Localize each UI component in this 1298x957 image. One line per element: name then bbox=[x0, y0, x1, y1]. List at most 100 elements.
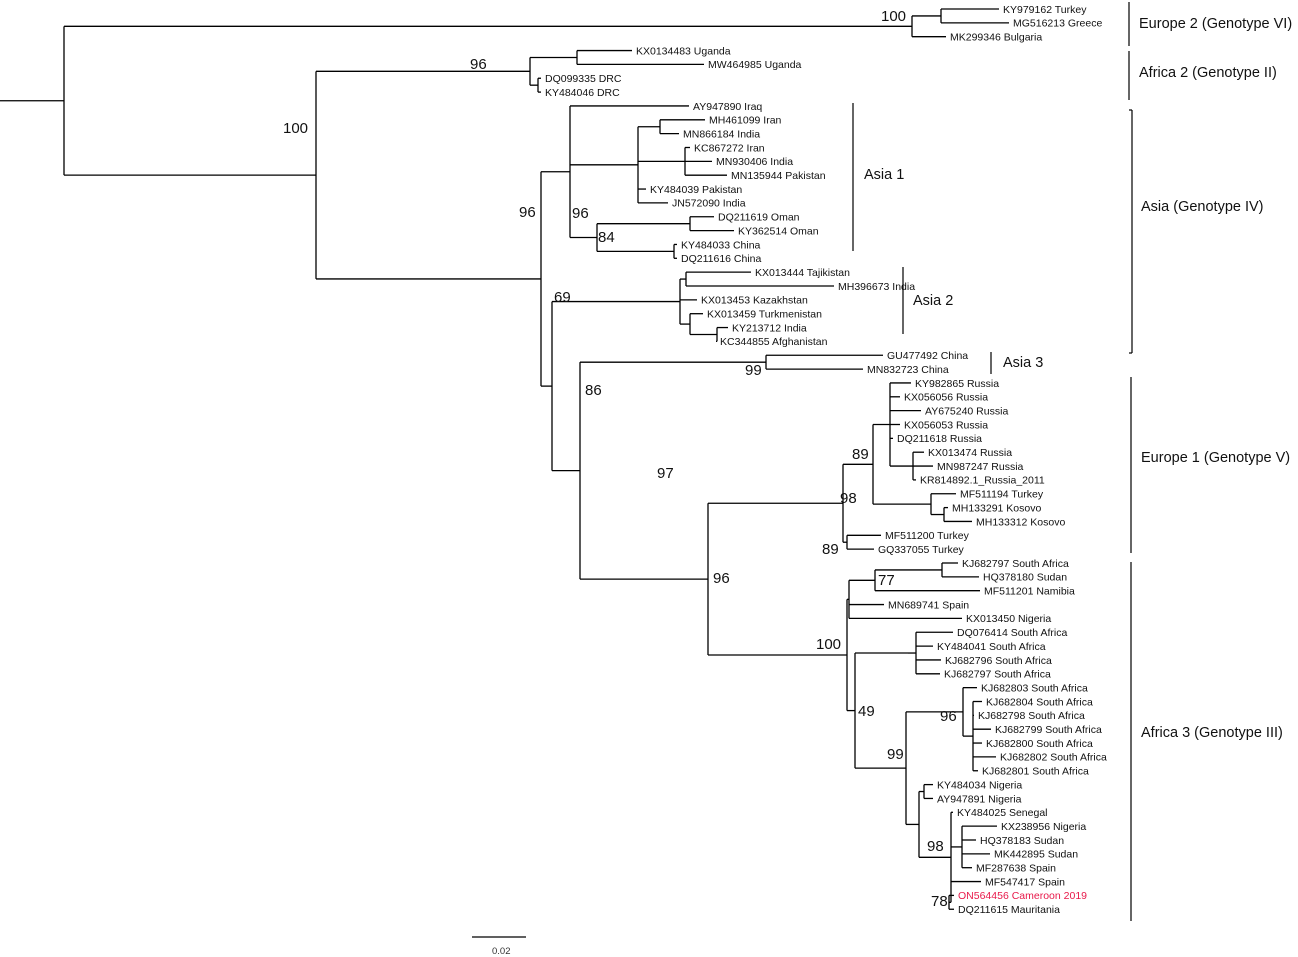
tip-label: KX238956 Nigeria bbox=[1001, 821, 1086, 833]
tip-label: MH461099 Iran bbox=[709, 115, 782, 127]
genotype-label-africa-2: Africa 2 (Genotype II) bbox=[1139, 65, 1277, 81]
tree-branches bbox=[0, 8, 1009, 910]
tip-label: MF511194 Turkey bbox=[960, 489, 1044, 501]
tip-label: KJ682801 South Africa bbox=[982, 766, 1089, 778]
tip-label: KJ682800 South Africa bbox=[986, 738, 1093, 750]
tip-label: HQ378183 Sudan bbox=[980, 835, 1064, 847]
tip-label: MH133312 Kosovo bbox=[976, 516, 1065, 528]
tip-label: AY675240 Russia bbox=[925, 405, 1008, 417]
subclade-label-asia-1: Asia 1 bbox=[864, 167, 904, 183]
tip-label: KJ682797 South Africa bbox=[944, 669, 1051, 681]
tip-label: DQ076414 South Africa bbox=[957, 627, 1067, 639]
bootstrap-value: 78 bbox=[931, 893, 948, 910]
bootstrap-value: 77 bbox=[878, 572, 895, 589]
tip-label: MN135944 Pakistan bbox=[731, 170, 826, 182]
subclade-label-asia-3: Asia 3 bbox=[1003, 355, 1043, 371]
tip-label: DQ099335 DRC bbox=[545, 73, 622, 85]
bootstrap-value: 97 bbox=[657, 465, 674, 482]
bootstrap-value: 99 bbox=[887, 746, 904, 763]
tip-label: KX0134483 Uganda bbox=[636, 45, 731, 57]
tip-label: KJ682799 South Africa bbox=[995, 724, 1102, 736]
bootstrap-value: 96 bbox=[572, 205, 589, 222]
tip-label: KY484033 China bbox=[681, 239, 761, 251]
asia-3-bracket: Asia 3 bbox=[990, 352, 1043, 374]
genotype-label-asia: Asia (Genotype IV) bbox=[1141, 199, 1264, 215]
tip-label: MK442895 Sudan bbox=[994, 849, 1078, 861]
tip-label: KY484025 Senegal bbox=[957, 807, 1048, 819]
tip-label: KJ682796 South Africa bbox=[945, 655, 1052, 667]
genotype-label-europe-1: Europe 1 (Genotype V) bbox=[1141, 450, 1290, 466]
tip-label: MF287638 Spain bbox=[976, 863, 1056, 875]
bootstrap-value: 89 bbox=[852, 446, 869, 463]
tip-label: KY484046 DRC bbox=[545, 87, 620, 99]
bootstrap-value: 96 bbox=[713, 570, 730, 587]
tip-label: DQ211616 China bbox=[681, 253, 762, 265]
bootstrap-value: 49 bbox=[858, 703, 875, 720]
tip-label: KR814892.1_Russia_2011 bbox=[920, 475, 1045, 487]
tip-label: MN832723 China bbox=[867, 364, 949, 376]
genotype-label-africa-3: Africa 3 (Genotype III) bbox=[1141, 725, 1283, 741]
asia-2-bracket: Asia 2 bbox=[902, 267, 953, 334]
tip-label: MN987247 Russia bbox=[937, 461, 1024, 473]
bootstrap-value: 98 bbox=[927, 838, 944, 855]
bootstrap-value: 89 bbox=[822, 541, 839, 558]
scale-bar-label: 0.02 bbox=[492, 946, 511, 957]
tip-label: KJ682798 South Africa bbox=[978, 710, 1085, 722]
bootstrap-value: 96 bbox=[940, 708, 957, 725]
bootstrap-value: 100 bbox=[816, 636, 841, 653]
africa-3-bracket: Africa 3 (Genotype III) bbox=[1130, 562, 1283, 921]
tip-label: MN930406 India bbox=[716, 156, 793, 168]
tip-label: DQ211619 Oman bbox=[718, 212, 800, 224]
tip-label: KX013453 Kazakhstan bbox=[701, 295, 808, 307]
tip-label: JN572090 India bbox=[672, 198, 746, 210]
tip-label: GU477492 China bbox=[887, 350, 968, 362]
bootstrap-value: 96 bbox=[519, 204, 536, 221]
bootstrap-labels: 9710096100968496698699969889891007749999… bbox=[283, 8, 957, 910]
tip-label: MF511200 Turkey bbox=[885, 530, 970, 542]
tip-label-highlighted: ON564456 Cameroon 2019 bbox=[958, 890, 1087, 902]
tip-label: KJ682803 South Africa bbox=[981, 682, 1088, 694]
tip-label: HQ378180 Sudan bbox=[983, 572, 1067, 584]
tip-label: KX013474 Russia bbox=[928, 447, 1012, 459]
tip-label: AY947891 Nigeria bbox=[937, 793, 1022, 805]
tip-label: MF547417 Spain bbox=[985, 876, 1065, 888]
tip-label: MH396673 India bbox=[838, 281, 915, 293]
bootstrap-value: 98 bbox=[840, 490, 857, 507]
tip-label: GQ337055 Turkey bbox=[878, 544, 965, 556]
tip-label: KC867272 Iran bbox=[694, 142, 765, 154]
tip-label: MN866184 India bbox=[683, 128, 760, 140]
tip-label: KJ682804 South Africa bbox=[986, 696, 1093, 708]
europe-1-bracket: Europe 1 (Genotype V) bbox=[1130, 377, 1290, 553]
asia-genotype-bracket: Asia (Genotype IV) bbox=[1129, 109, 1264, 354]
tip-label: KJ682797 South Africa bbox=[962, 558, 1069, 570]
bootstrap-value: 69 bbox=[554, 289, 571, 306]
europe-2-bracket: Europe 2 (Genotype VI) bbox=[1128, 2, 1292, 46]
tip-label: KY982865 Russia bbox=[915, 378, 999, 390]
genotype-label-europe-2: Europe 2 (Genotype VI) bbox=[1139, 16, 1292, 32]
bootstrap-value: 84 bbox=[598, 229, 615, 246]
tip-label: KY213712 India bbox=[732, 322, 807, 334]
tip-label: KY484039 Pakistan bbox=[650, 184, 742, 196]
tip-label: DQ211615 Mauritania bbox=[958, 904, 1060, 916]
tip-label: KX056053 Russia bbox=[904, 419, 988, 431]
tip-label: KY484041 South Africa bbox=[937, 641, 1046, 653]
tip-label: DQ211618 Russia bbox=[897, 433, 982, 445]
africa-2-bracket: Africa 2 (Genotype II) bbox=[1128, 51, 1277, 100]
tip-label: KY979162 Turkey bbox=[1003, 4, 1087, 16]
tip-label: MH133291 Kosovo bbox=[952, 502, 1041, 514]
tip-label: KJ682802 South Africa bbox=[1000, 752, 1107, 764]
tip-label: AY947890 Iraq bbox=[693, 101, 762, 113]
tip-label: KX013444 Tajikistan bbox=[755, 267, 850, 279]
tip-label: MF511201 Namibia bbox=[984, 586, 1075, 598]
tip-label: KX013459 Turkmenistan bbox=[707, 309, 822, 321]
tip-label: KX056056 Russia bbox=[904, 392, 988, 404]
tip-label: KX013450 Nigeria bbox=[966, 613, 1051, 625]
asia-1-bracket: Asia 1 bbox=[852, 103, 904, 251]
tip-label: MK299346 Bulgaria bbox=[950, 32, 1042, 44]
bootstrap-value: 100 bbox=[881, 8, 906, 25]
bootstrap-value: 100 bbox=[283, 120, 308, 137]
bootstrap-value: 86 bbox=[585, 382, 602, 399]
tip-label: MW464985 Uganda bbox=[708, 59, 802, 71]
